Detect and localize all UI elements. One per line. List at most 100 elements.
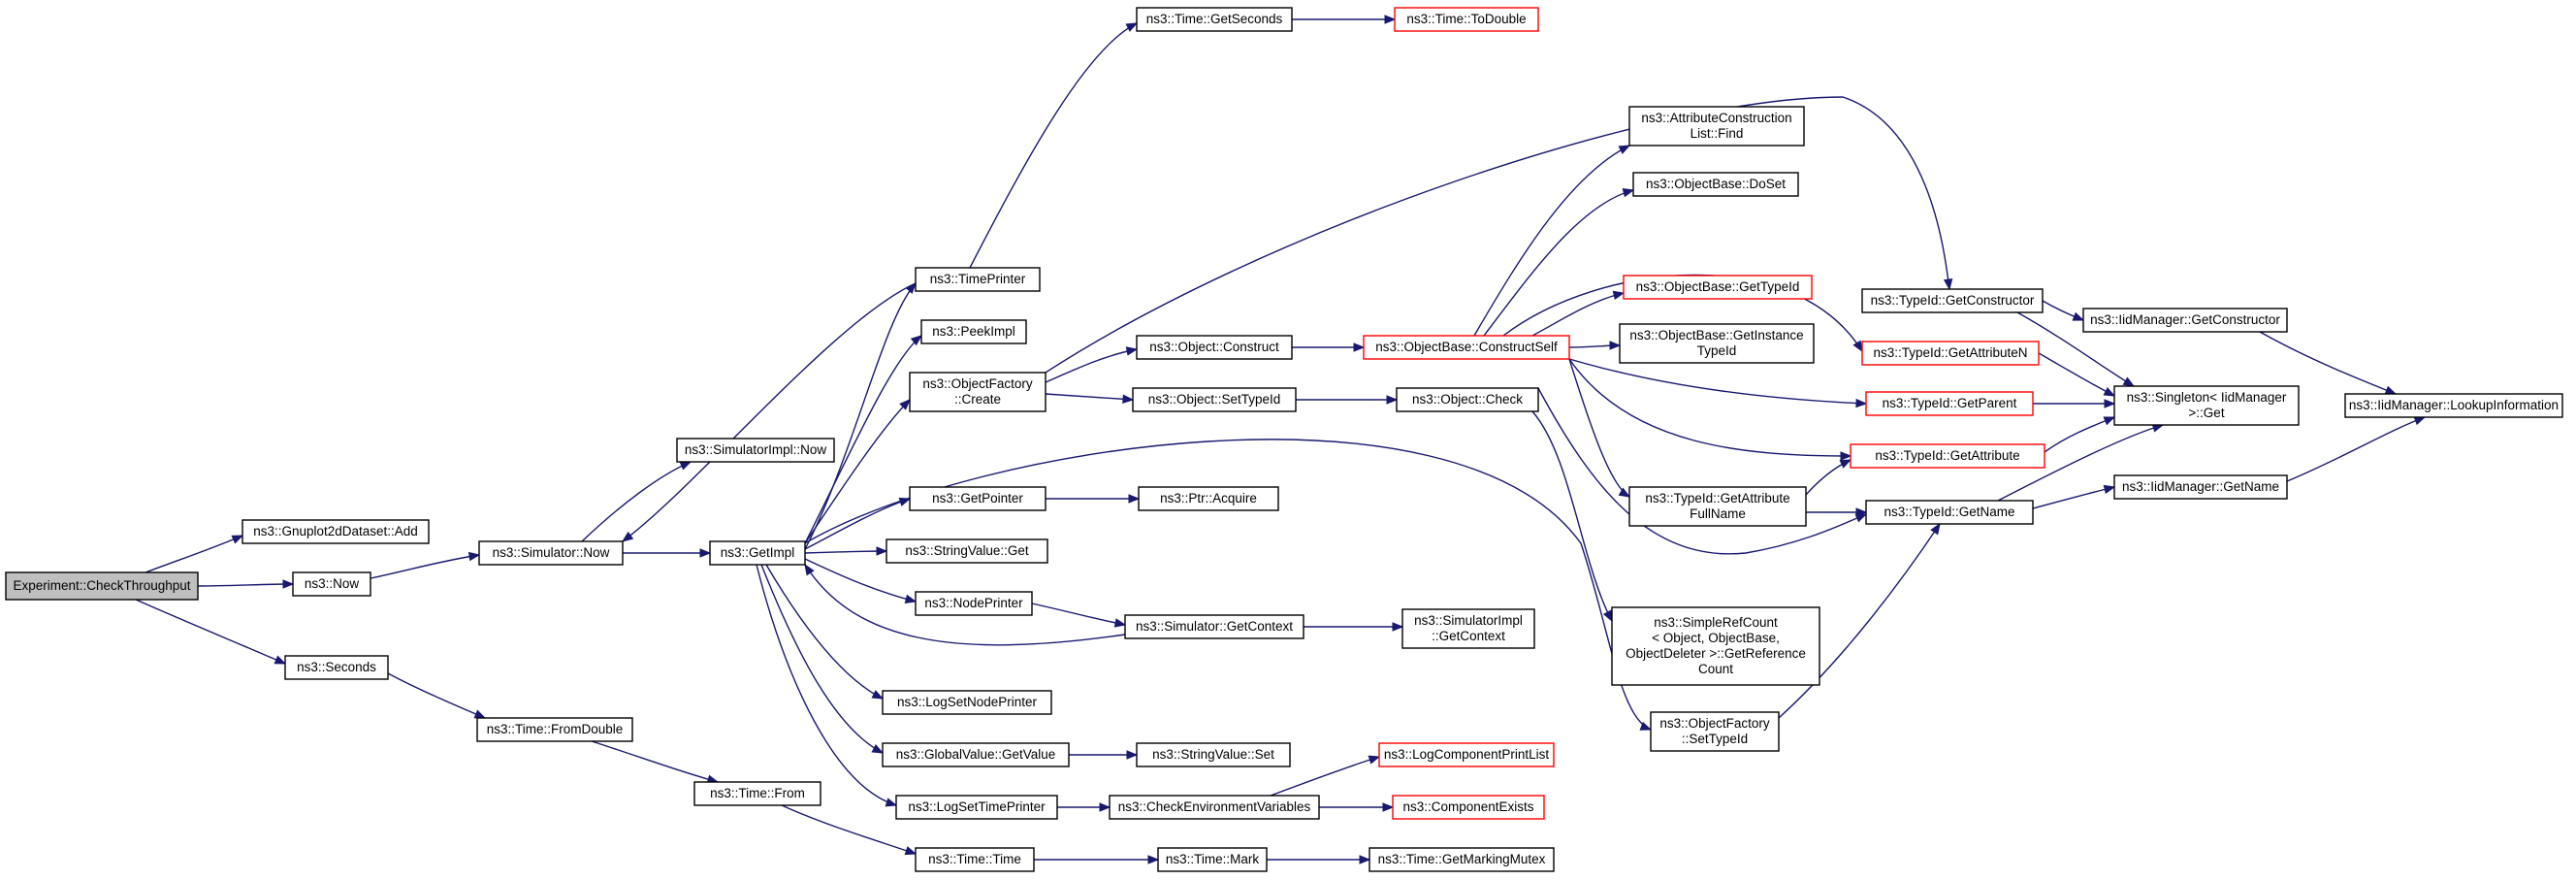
node-label: ns3::TypeId::GetAttribute <box>1875 448 2019 463</box>
arrowhead-icon <box>2122 376 2136 387</box>
arrowhead-icon <box>699 548 712 558</box>
node-n0[interactable]: Experiment::CheckThroughput <box>5 571 199 601</box>
node-n11[interactable]: ns3::ObjectFactory::Create <box>909 372 1046 412</box>
node-n42[interactable]: ns3::TypeId::GetAttributeN <box>1861 341 2040 366</box>
node-label: ns3::Time::ToDouble <box>1406 12 1526 26</box>
call-edge-n9-n19 <box>969 22 1139 269</box>
edge-line <box>1568 358 1630 498</box>
node-n26[interactable]: ns3::CheckEnvironmentVariables <box>1109 795 1320 820</box>
call-edge-n24-n30 <box>1304 622 1404 632</box>
call-edge-n27-n33 <box>1267 855 1371 864</box>
arrowhead-icon <box>910 335 923 346</box>
node-n3[interactable]: ns3::Seconds <box>284 655 389 680</box>
edge-line <box>2032 486 2115 509</box>
arrowhead-icon <box>1113 618 1127 628</box>
edge-line <box>1778 523 1941 719</box>
node-n8[interactable]: ns3::Time::From <box>693 781 821 806</box>
node-n5[interactable]: ns3::SimulatorImpl::Now <box>676 438 835 463</box>
node-n19[interactable]: ns3::Time::GetSeconds <box>1136 7 1293 32</box>
edge-line <box>197 583 294 587</box>
node-n40[interactable]: ns3::ObjectFactory::SetTypeId <box>1650 711 1780 752</box>
node-n29[interactable]: ns3::Object::Check <box>1396 387 1539 412</box>
node-n20[interactable]: ns3::Time::ToDouble <box>1394 7 1539 32</box>
arrowhead-icon <box>679 461 692 471</box>
node-label: ns3::Seconds <box>297 660 376 674</box>
node-box <box>284 655 389 680</box>
edge-line <box>622 282 917 542</box>
node-label: ns3::SimulatorImpl::Now <box>685 442 827 457</box>
node-box <box>1611 606 1820 686</box>
node-label: ns3::ObjectBase::GetInstance <box>1629 328 1803 342</box>
call-edge-n0-n3 <box>135 599 287 665</box>
node-n23[interactable]: ns3::Ptr::Acquire <box>1138 486 1279 511</box>
node-n28[interactable]: ns3::ObjectBase::ConstructSelf <box>1363 335 1570 360</box>
node-label: ns3::ComponentExists <box>1402 799 1533 814</box>
node-box <box>909 486 1046 511</box>
edge-line <box>1568 358 1852 457</box>
node-n16[interactable]: ns3::GlobalValue::GetValue <box>882 742 1070 767</box>
node-n15[interactable]: ns3::LogSetNodePrinter <box>882 690 1052 715</box>
edge-line <box>1537 387 1867 555</box>
node-n9[interactable]: ns3::TimePrinter <box>915 267 1041 292</box>
arrowhead-icon <box>1840 451 1852 461</box>
node-n32[interactable]: ns3::ComponentExists <box>1392 795 1545 820</box>
node-n45[interactable]: ns3::TypeId::GetName <box>1865 500 2034 525</box>
node-n47[interactable]: ns3::Singleton< IidManager >::Get <box>2113 385 2300 426</box>
arrowhead-icon <box>1099 802 1111 812</box>
node-n7[interactable]: ns3::Time::FromDouble <box>476 717 633 742</box>
node-n10[interactable]: ns3::PeekImpl <box>920 319 1027 344</box>
node-n41[interactable]: ns3::TypeId::GetConstructor <box>1861 288 2044 313</box>
arrowhead-icon <box>904 846 918 856</box>
node-n2[interactable]: ns3::Now <box>292 571 371 597</box>
node-label: ns3::Now <box>305 576 360 591</box>
call-edge-n43-n47 <box>2032 399 2116 408</box>
node-box <box>1132 387 1297 412</box>
node-n27[interactable]: ns3::Time::Mark <box>1157 847 1268 872</box>
node-n30[interactable]: ns3::SimulatorImpl::GetContext <box>1401 608 1535 649</box>
node-label: ns3::Ptr::Acquire <box>1160 491 1257 505</box>
node-n17[interactable]: ns3::LogSetTimePrinter <box>895 795 1058 820</box>
node-n35[interactable]: ns3::ObjectBase::DoSet <box>1632 172 1799 197</box>
node-n22[interactable]: ns3::Object::SetTypeId <box>1132 387 1297 412</box>
call-edge-n28-n37 <box>1568 341 1622 350</box>
node-n36[interactable]: ns3::ObjectBase::GetTypeId <box>1623 275 1813 300</box>
edge-line <box>1031 603 1126 626</box>
node-n24[interactable]: ns3::Simulator::GetContext <box>1124 614 1304 639</box>
node-n49[interactable]: ns3::IidManager::LookupInformation <box>2344 393 2563 418</box>
node-n44[interactable]: ns3::TypeId::GetAttribute <box>1850 443 2045 469</box>
node-n39[interactable]: ns3::SimpleRefCount< Object, ObjectBase,… <box>1611 606 1820 686</box>
node-n46[interactable]: ns3::IidManager::GetConstructor <box>2082 308 2288 333</box>
node-n12[interactable]: ns3::GetPointer <box>909 486 1046 511</box>
edge-line <box>804 335 922 544</box>
arrowhead-icon <box>1126 750 1139 760</box>
edge-line <box>2038 352 2115 397</box>
arrowhead-icon <box>274 655 287 665</box>
call-edge-n29-n39 <box>1531 410 1613 623</box>
node-n48[interactable]: ns3::IidManager::GetName <box>2113 474 2288 500</box>
edge-line <box>804 439 1652 731</box>
node-n31[interactable]: ns3::LogComponentPrintList <box>1378 742 1555 767</box>
node-n21[interactable]: ns3::Object::Construct <box>1136 335 1293 360</box>
arrowhead-icon <box>885 798 898 807</box>
node-n25[interactable]: ns3::StringValue::Set <box>1136 742 1291 767</box>
node-n33[interactable]: ns3::Time::GetMarkingMutex <box>1368 847 1555 872</box>
node-n14[interactable]: ns3::NodePrinter <box>915 591 1033 616</box>
node-n43[interactable]: ns3::TypeId::GetParent <box>1865 391 2034 416</box>
node-n13[interactable]: ns3::StringValue::Get <box>886 538 1048 564</box>
node-box <box>920 319 1027 344</box>
node-n6[interactable]: ns3::GetImpl <box>709 540 806 566</box>
node-n1[interactable]: ns3::Gnuplot2dDataset::Add <box>242 519 430 544</box>
edge-line <box>1531 410 1613 622</box>
node-box <box>886 538 1048 564</box>
call-edge-n9-n4 <box>621 282 917 542</box>
node-n4[interactable]: ns3::Simulator::Now <box>478 540 624 566</box>
node-label: ns3::StringValue::Get <box>905 543 1029 558</box>
node-n18[interactable]: ns3::Time::Time <box>915 847 1035 872</box>
node-box <box>1157 847 1268 872</box>
node-box <box>478 540 624 566</box>
node-label: ns3::CheckEnvironmentVariables <box>1118 799 1311 814</box>
arrowhead-icon <box>1125 346 1139 356</box>
